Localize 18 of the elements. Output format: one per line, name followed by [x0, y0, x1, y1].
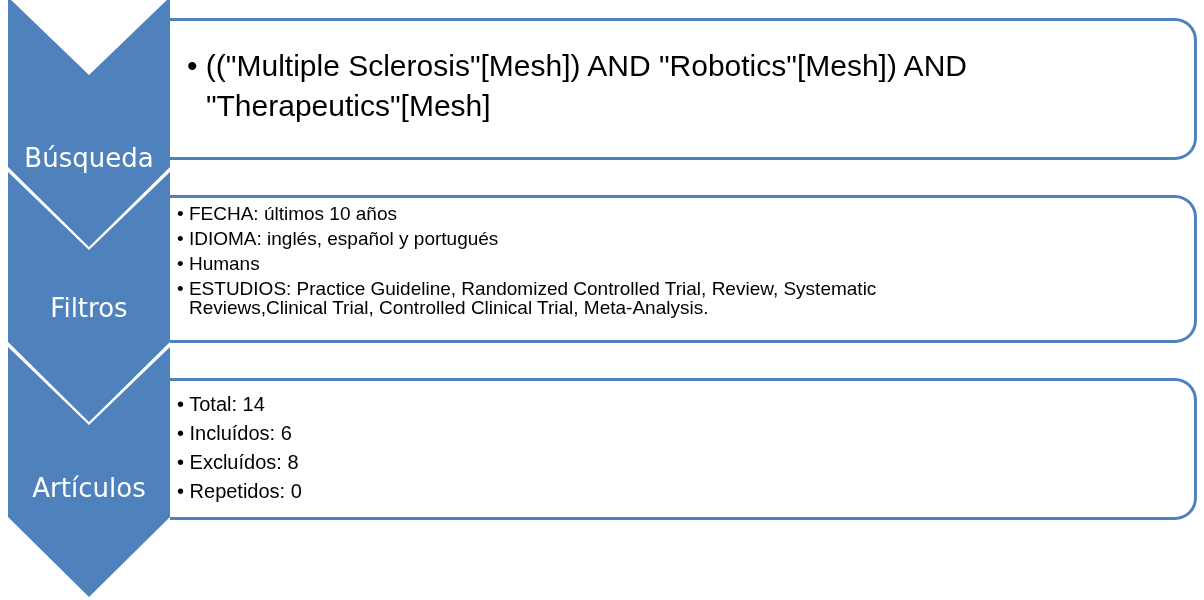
chevron-step: [8, 0, 170, 247]
content-panel: [170, 18, 1197, 160]
bullet-item: • Humans: [177, 254, 261, 273]
bullet-item: • Incluídos: 6: [177, 421, 293, 445]
bullet-item: • Excluídos: 8: [177, 450, 300, 474]
content-panel: [170, 378, 1197, 520]
chevron-step: [8, 172, 170, 422]
bullet-item: • Total: 14: [177, 392, 266, 416]
chevron-step: [8, 347, 170, 597]
bullet-item: • (("Multiple Sclerosis"[Mesh]) AND "Robotics"[Mesh]) AND "Therapeutics"[Mesh]: [187, 48, 967, 124]
bullet-item: • Repetidos: 0: [177, 479, 303, 503]
content-panel: [170, 195, 1197, 343]
bullet-item: • FECHA: últimos 10 años: [177, 204, 398, 223]
bullet-item: • IDIOMA: inglés, español y portugués: [177, 229, 500, 248]
step-label: Filtros: [49, 292, 129, 324]
bullet-item: • ESTUDIOS: Practice Guideline, Randomized Controlled Trial, Review, Systematic Reviews,Clinical Trial, Controlled Clinical Trial, Meta-Analysis.: [177, 279, 878, 317]
step-label: Búsqueda: [23, 142, 155, 174]
step-label: Artículos: [31, 472, 147, 504]
